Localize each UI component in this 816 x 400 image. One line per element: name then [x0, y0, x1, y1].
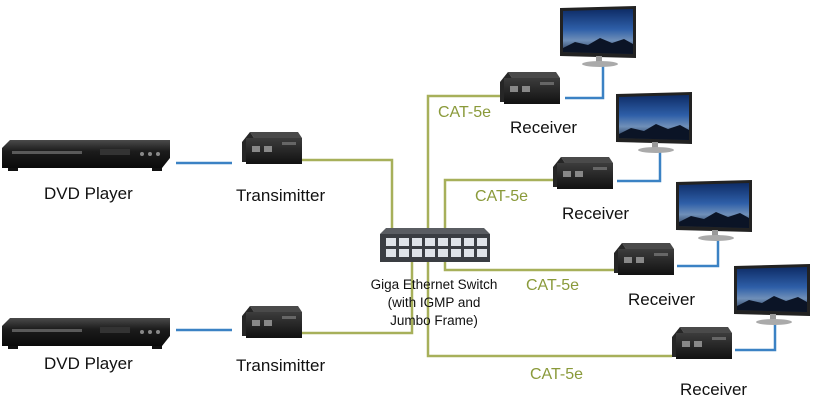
extender-icon — [672, 327, 732, 359]
receiver-label: Receiver — [510, 118, 578, 137]
cat-line-switch-rx3 — [443, 262, 614, 272]
cat5e-label: CAT-5e — [530, 366, 584, 383]
extender-icon — [553, 157, 613, 189]
cat5e-label: CAT-5e — [526, 277, 580, 294]
monitor-icon — [734, 264, 810, 325]
extender-icon — [242, 132, 302, 164]
transmitter-label: Transimitter — [236, 186, 326, 205]
transmitter-label: Transimitter — [236, 356, 326, 375]
receiver-label: Receiver — [680, 380, 748, 399]
dvd-player-label: DVD Player — [44, 354, 133, 373]
hdmi-line-rx1-monitor1 — [565, 62, 605, 100]
extender-icon — [242, 306, 302, 338]
cat5e-label: CAT-5e — [438, 104, 492, 121]
receiver-label: Receiver — [562, 204, 630, 223]
extender-icon — [614, 243, 674, 275]
ethernet-switch-icon — [380, 228, 490, 262]
monitor-icon — [676, 180, 752, 241]
monitor-icon — [560, 6, 636, 67]
dvd-player-label: DVD Player — [44, 184, 133, 203]
cat-lines — [302, 94, 672, 358]
receiver-label: Receiver — [628, 290, 696, 309]
switch-label-line3: Jumbo Frame) — [390, 313, 478, 328]
hdmi-line-rx3-monitor3 — [677, 235, 720, 268]
monitor-icon — [616, 92, 692, 153]
cat-line-switch-rx2 — [443, 178, 553, 240]
cat-line-switch-rx4 — [426, 262, 672, 358]
cat-line-switch-rx1 — [426, 94, 500, 240]
dvd-player-icon — [2, 140, 170, 171]
hdmi-line-rx4-monitor4 — [735, 322, 777, 352]
cat-line-tx2-switch — [302, 262, 414, 335]
switch-label: Giga Ethernet Switch (with IGMP and Jumb… — [356, 276, 512, 330]
dvd-player-icon — [2, 318, 170, 349]
cat5e-label: CAT-5e — [475, 188, 529, 205]
cat-line-tx1-switch — [302, 158, 394, 240]
switch-label-line1: Giga Ethernet Switch — [370, 277, 498, 292]
hdmi-lines — [176, 62, 777, 352]
switch-label-line2: (with IGMP and — [387, 295, 481, 310]
extender-icon — [500, 72, 560, 104]
hdmi-line-rx2-monitor2 — [617, 148, 662, 183]
